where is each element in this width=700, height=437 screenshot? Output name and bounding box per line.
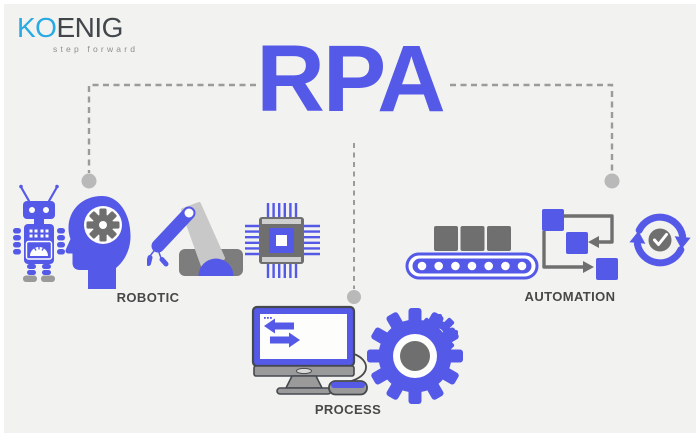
connector-right-dot: [604, 173, 620, 189]
automation-label: AUTOMATION: [524, 289, 616, 304]
cpu-chip-icon: [245, 203, 320, 278]
large-gear: [367, 308, 463, 404]
head-with-gear-icon: [65, 196, 131, 289]
logo-enig: ENIG: [56, 12, 123, 43]
gear-icon: [86, 208, 120, 242]
koenig-logo: KOENIG step forward: [17, 14, 138, 54]
robotic-arm-icon: [147, 202, 243, 276]
connector-center-dot: [347, 290, 361, 304]
logo-wordmark: KOENIG: [17, 14, 138, 42]
computer-monitor-icon: [251, 305, 368, 396]
flowchart-icon: [542, 209, 618, 280]
robot-icon: [13, 184, 65, 282]
logo-tagline: step forward: [53, 44, 139, 54]
logo-ko: KO: [17, 12, 57, 43]
gears-icon: [367, 308, 463, 404]
sync-check-icon: [629, 213, 691, 267]
connector-left-dot: [81, 173, 97, 189]
mouse-icon: [328, 380, 368, 396]
checkmark-icon: [653, 233, 668, 246]
process-label: PROCESS: [314, 402, 382, 417]
page-title: RPA: [256, 26, 446, 132]
conveyor-belt-icon: [405, 226, 539, 280]
robotic-label: ROBOTIC: [116, 290, 180, 305]
